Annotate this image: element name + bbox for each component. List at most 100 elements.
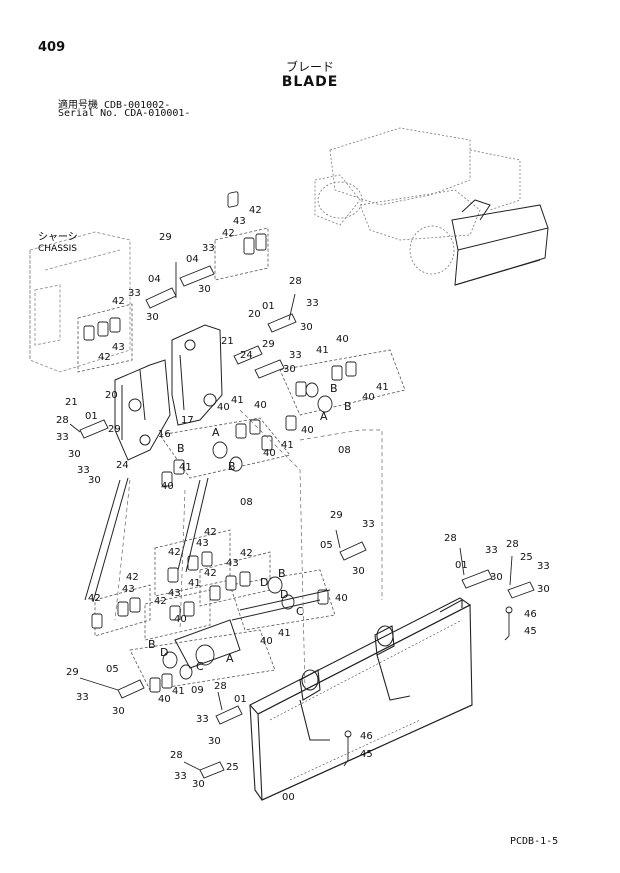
callout-c45: 40 <box>217 402 230 413</box>
serial-line-2: Serial No. CDA-010001- <box>58 108 191 119</box>
callout-c75: 42 <box>240 548 253 559</box>
callout-c66: 01 <box>455 560 468 571</box>
callout-c62: 33 <box>485 545 498 556</box>
callout-c89: 41 <box>278 628 291 639</box>
callout-c17: 20 <box>248 309 261 320</box>
callout-c109: 46 <box>360 731 373 742</box>
callout-c30: A <box>320 410 328 423</box>
pins <box>79 265 535 779</box>
callout-c80: 43 <box>168 588 181 599</box>
callout-c4: 04 <box>148 274 161 285</box>
callout-c46: 41 <box>231 395 244 406</box>
chassis-label-en: CHASSIS <box>38 244 77 254</box>
callout-c59: 30 <box>352 566 365 577</box>
serial-line-1: 適用号機 CDB-001002- <box>58 100 171 111</box>
callout-c51: 40 <box>263 448 276 459</box>
callout-c14: 28 <box>289 276 302 287</box>
callout-c77: 43 <box>122 584 135 595</box>
callout-c29: B <box>344 400 352 413</box>
callout-c31: 40 <box>301 425 314 436</box>
centerlines <box>114 409 383 691</box>
callout-c28: B <box>330 382 338 395</box>
callout-c68: 30 <box>537 584 550 595</box>
callout-c95: 05 <box>106 664 119 675</box>
callout-c19: 21 <box>221 336 234 347</box>
callout-c48: A <box>212 426 220 439</box>
link-arms <box>84 477 331 669</box>
callout-c106: 25 <box>226 762 239 773</box>
callout-c82: 41 <box>188 578 201 589</box>
callout-c20: 29 <box>262 339 275 350</box>
callout-c84: B <box>278 567 286 580</box>
callout-c36: 28 <box>56 415 69 426</box>
callout-c93: A <box>226 652 234 665</box>
callout-c40: 16 <box>158 429 171 440</box>
callout-c85: D <box>260 576 268 589</box>
callout-c100: 09 <box>191 685 204 696</box>
callout-c42: 24 <box>116 460 129 471</box>
callout-c6: 30 <box>198 284 211 295</box>
callout-c43: 30 <box>88 475 101 486</box>
callout-c67: 30 <box>490 572 503 583</box>
excavator-blade-highlight <box>451 199 549 286</box>
callout-c60: 40 <box>335 593 348 604</box>
callout-c27: 40 <box>362 392 375 403</box>
callout-c56: 29 <box>330 510 343 521</box>
callout-c8: 42 <box>222 228 235 239</box>
callout-c35: 01 <box>85 411 98 422</box>
callout-c65: 33 <box>537 561 550 572</box>
callout-c25: 40 <box>336 334 349 345</box>
callout-c111: 00 <box>282 792 295 803</box>
callout-c5: 33 <box>128 288 141 299</box>
callout-c94: 29 <box>66 667 79 678</box>
callout-c7: 30 <box>146 312 159 323</box>
callout-c73: 42 <box>168 547 181 558</box>
callout-c81: 42 <box>154 596 167 607</box>
callout-c9: 43 <box>233 216 246 227</box>
callout-c15: 01 <box>262 301 275 312</box>
callout-c69: 46 <box>524 609 537 620</box>
callout-c87: C <box>296 605 304 618</box>
footer-code: PCDB-1-5 <box>510 836 559 847</box>
callout-c47: 40 <box>254 400 267 411</box>
plates <box>83 191 357 693</box>
blade-assembly <box>249 597 473 801</box>
callout-c12: 43 <box>112 342 125 353</box>
callout-c97: 30 <box>112 706 125 717</box>
callout-c16: 33 <box>306 298 319 309</box>
title-english: BLADE <box>281 74 339 90</box>
page-number: 409 <box>38 40 66 55</box>
callout-c108: 30 <box>192 779 205 790</box>
callout-c71: 43 <box>196 538 209 549</box>
callout-c50: B <box>228 460 236 473</box>
callout-c53: 41 <box>179 462 192 473</box>
callout-c24: 41 <box>316 345 329 356</box>
callout-c39: 30 <box>68 449 81 460</box>
callout-c79: 42 <box>88 593 101 604</box>
callout-c21: 24 <box>240 350 253 361</box>
callout-c2: 04 <box>186 254 199 265</box>
callout-c55: 08 <box>240 497 253 508</box>
callout-c23: 30 <box>283 364 296 375</box>
callout-c86: D <box>280 588 288 601</box>
callout-c98: 41 <box>172 686 185 697</box>
callout-c102: 01 <box>234 694 247 705</box>
callout-c99: 40 <box>158 694 171 705</box>
chassis-label-jp: シャーシ <box>38 232 78 243</box>
callout-c18: 30 <box>300 322 313 333</box>
callout-c103: 33 <box>196 714 209 725</box>
callout-c64: 25 <box>520 552 533 563</box>
callout-c3: 33 <box>202 243 215 254</box>
callout-c107: 33 <box>174 771 187 782</box>
callout-c11: 42 <box>112 296 125 307</box>
title-japanese: ブレード <box>285 60 334 74</box>
callout-c54: 40 <box>161 481 174 492</box>
callout-c34: 20 <box>105 390 118 401</box>
callout-c72: 42 <box>204 527 217 538</box>
callout-c90: B <box>148 638 156 651</box>
callout-c41: 33 <box>77 465 90 476</box>
callout-c105: 28 <box>170 750 183 761</box>
callout-c1: 29 <box>159 232 172 243</box>
